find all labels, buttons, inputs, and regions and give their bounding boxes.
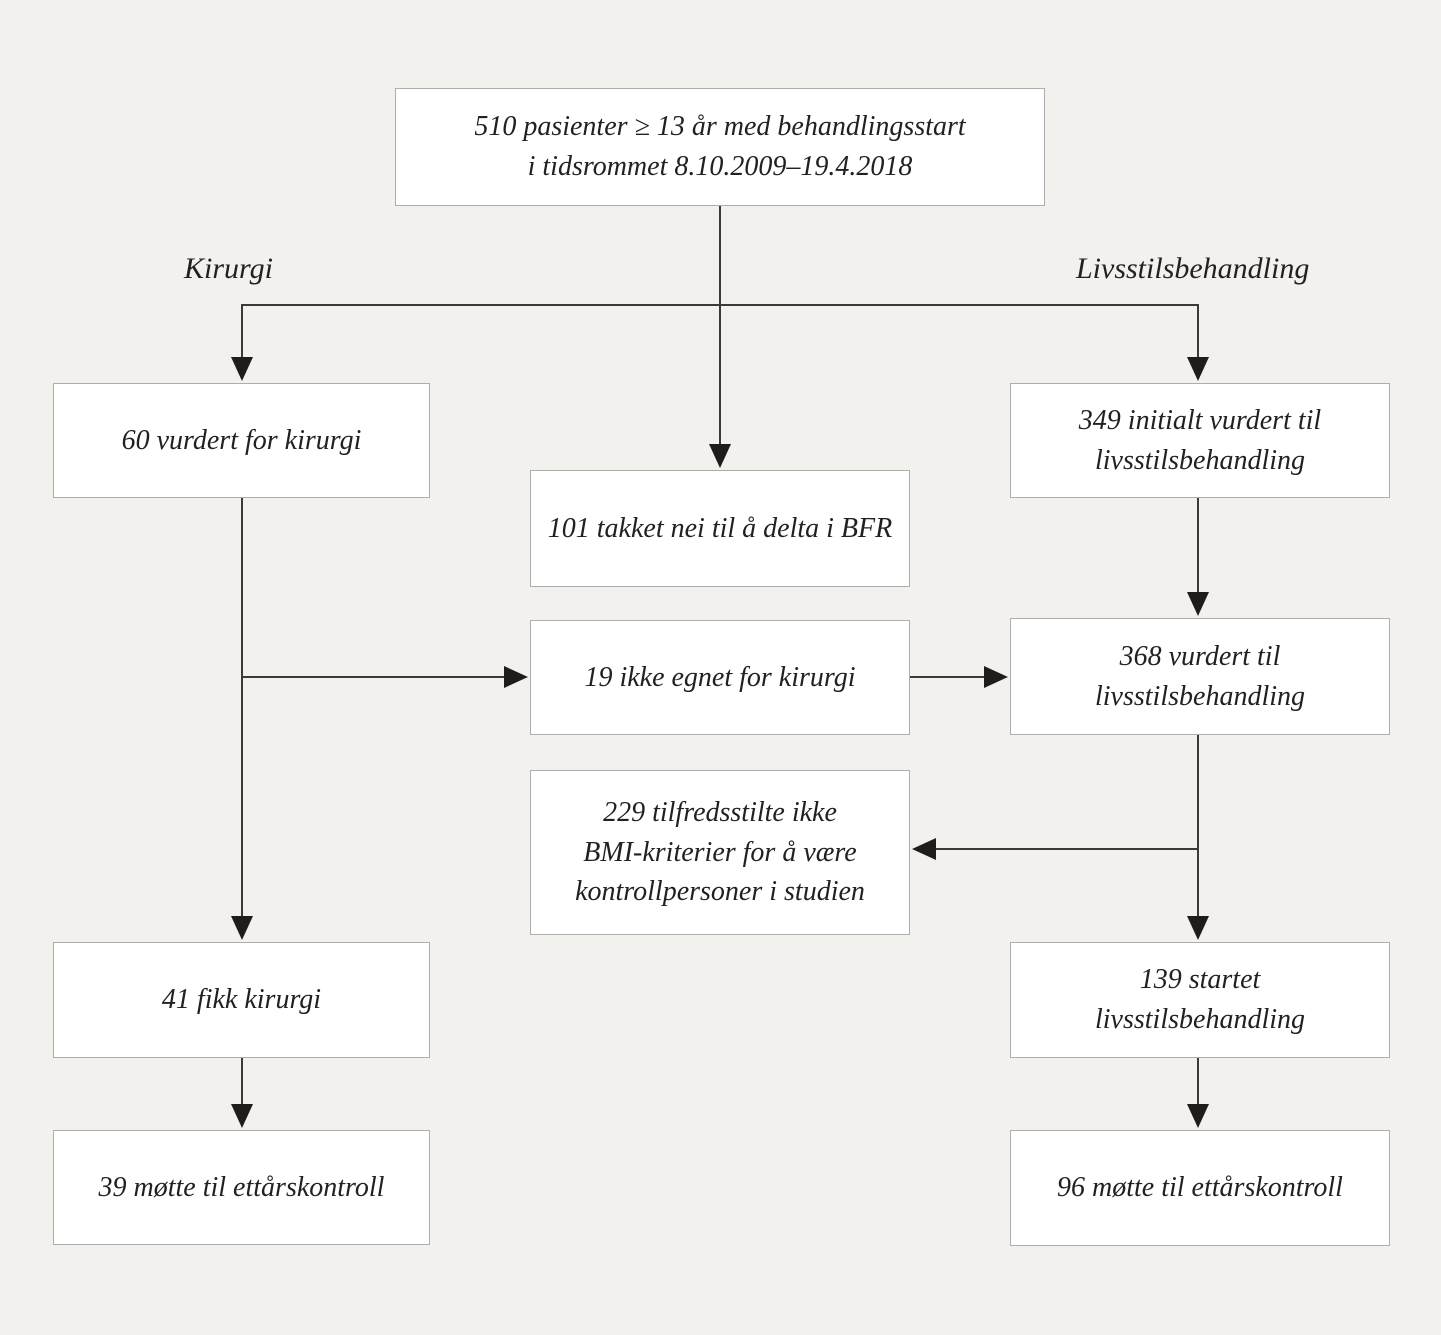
- flow-box-lifestyle-started: 139 startet livsstilsbehandling: [1010, 942, 1390, 1058]
- arrow-into-surgery-received-icon: [231, 916, 253, 940]
- connector-line-group: [241, 206, 1199, 1107]
- arrow-into-lifestyle-assessed-icon: [1187, 592, 1209, 616]
- arrow-into-lifestyle-started-icon: [1187, 916, 1209, 940]
- arrow-into-lifestyle-assessed-side-icon: [984, 666, 1008, 688]
- arrow-into-declined-icon: [709, 444, 731, 468]
- flow-box-declined-bfr: 101 takket nei til å delta i BFR: [530, 470, 910, 587]
- branch-label-lifestyle: Livsstilsbehandling: [1076, 252, 1310, 285]
- flow-box-lifestyle-assessed: 368 vurdert til livsstilsbehandling: [1010, 618, 1390, 735]
- flow-box-start: 510 pasienter ≥ 13 år med behandlingssta…: [395, 88, 1045, 206]
- arrow-into-bmi-excluded-icon: [912, 838, 936, 860]
- flow-box-surgery-followup: 39 møtte til ettårskontroll: [53, 1130, 430, 1245]
- arrow-into-lifestyle-followup-icon: [1187, 1104, 1209, 1128]
- flow-box-surgery-received: 41 fikk kirurgi: [53, 942, 430, 1058]
- arrow-into-not-suitable-icon: [504, 666, 528, 688]
- flow-box-not-suitable-surgery: 19 ikke egnet for kirurgi: [530, 620, 910, 735]
- flow-box-bmi-excluded: 229 tilfredsstilte ikke BMI-kriterier fo…: [530, 770, 910, 935]
- flow-box-lifestyle-initial: 349 initialt vurdert til livsstilsbehand…: [1010, 383, 1390, 498]
- arrow-into-surgery-followup-icon: [231, 1104, 253, 1128]
- flow-box-surgery-assessed: 60 vurdert for kirurgi: [53, 383, 430, 498]
- arrowhead-group: [231, 357, 1209, 1128]
- branch-label-surgery: Kirurgi: [184, 252, 273, 285]
- flow-box-lifestyle-followup: 96 møtte til ettårskontroll: [1010, 1130, 1390, 1246]
- arrow-into-lifestyle-initial-icon: [1187, 357, 1209, 381]
- arrow-into-surgery-assessed-icon: [231, 357, 253, 381]
